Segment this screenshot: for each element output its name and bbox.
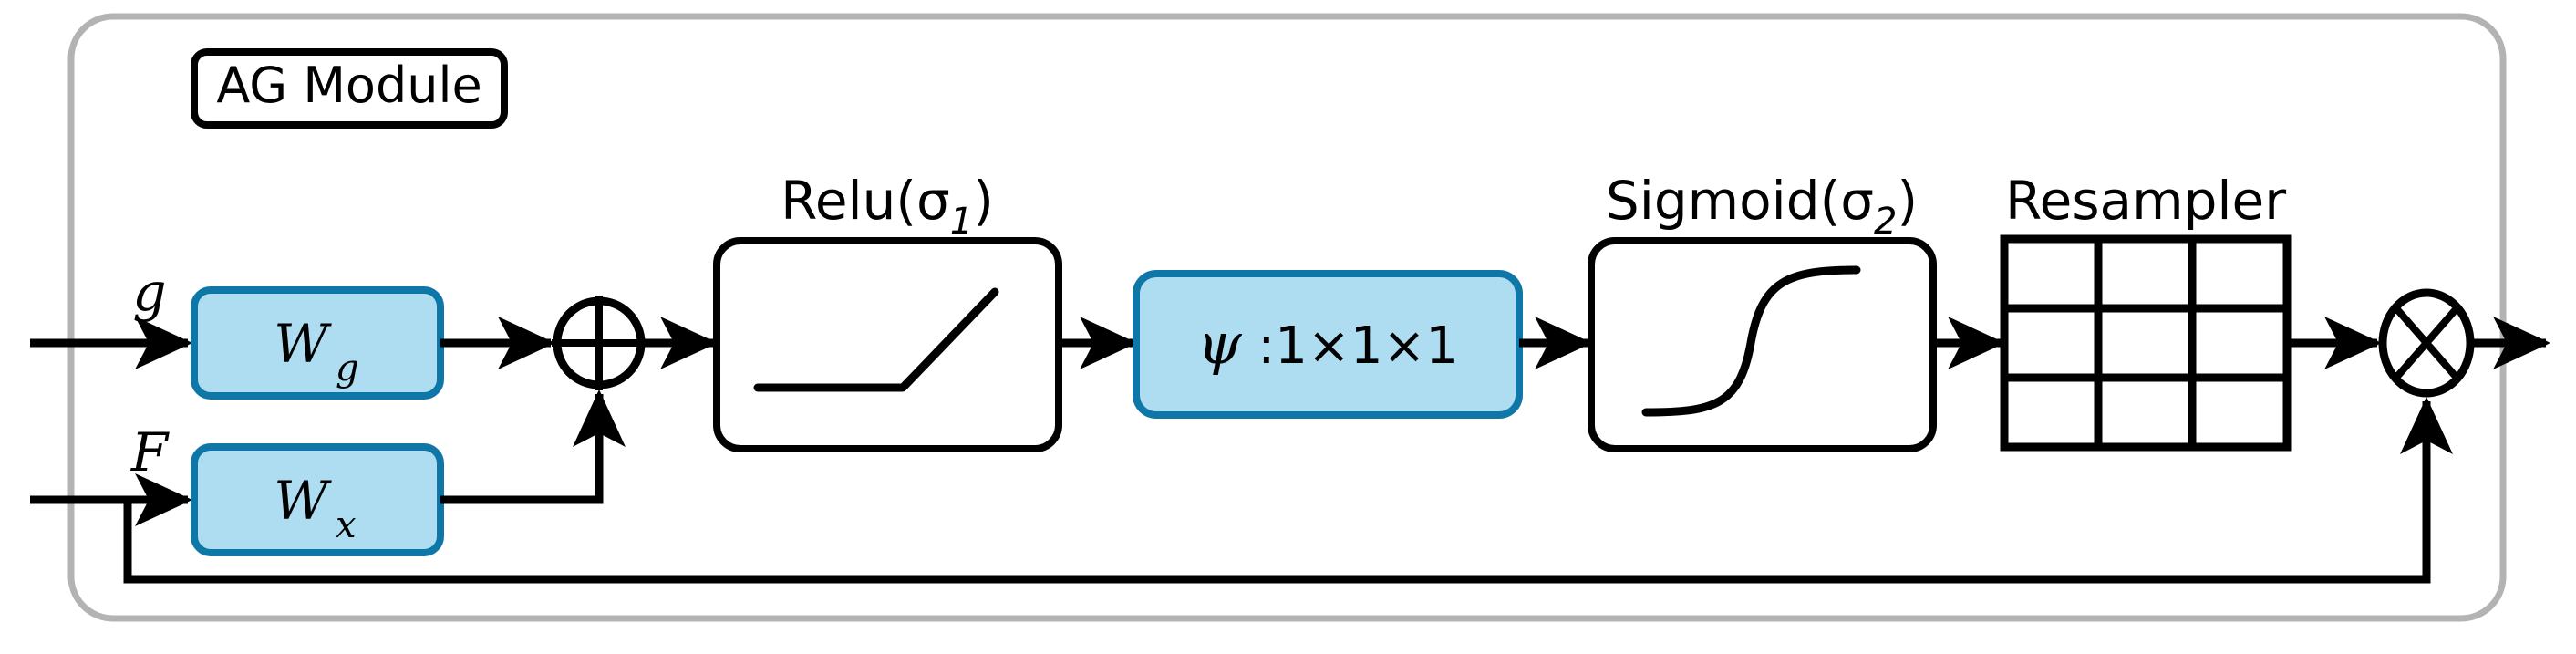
module-title: AG Module xyxy=(216,57,481,114)
resampler-caption: Resampler xyxy=(2005,170,2286,232)
relu-block[interactable] xyxy=(713,237,1062,452)
wg-block-label: W xyxy=(274,313,332,375)
sigmoid-curve-icon xyxy=(1641,265,1861,417)
sigmoid-caption-subscript: 2 xyxy=(1874,201,1897,243)
multiply-operator[interactable] xyxy=(2378,288,2475,398)
resampler-block[interactable] xyxy=(2000,234,2292,452)
relu-caption-subscript: 1 xyxy=(950,201,973,243)
add-operator[interactable] xyxy=(552,296,647,390)
wx-to-add-line xyxy=(440,389,626,504)
title-box xyxy=(191,48,508,129)
relu-caption: Relu(σ1) xyxy=(781,170,994,243)
psi-block-label: ψ :1×1×1 xyxy=(1197,310,1458,377)
wx-block-subscript: x xyxy=(336,504,357,546)
input-label-g: g xyxy=(132,261,166,323)
wx-block-label: W xyxy=(274,470,332,532)
skip-connection-path xyxy=(123,396,2453,584)
multiply-operator-diagonal-2 xyxy=(2392,305,2461,381)
sigmoid-block[interactable] xyxy=(1588,237,1937,452)
relu-curve-icon xyxy=(753,287,999,392)
wg-block-subscript: g xyxy=(336,348,359,389)
sigmoid-caption: Sigmoid(σ2) xyxy=(1606,170,1918,243)
input-label-f: F xyxy=(130,421,170,483)
